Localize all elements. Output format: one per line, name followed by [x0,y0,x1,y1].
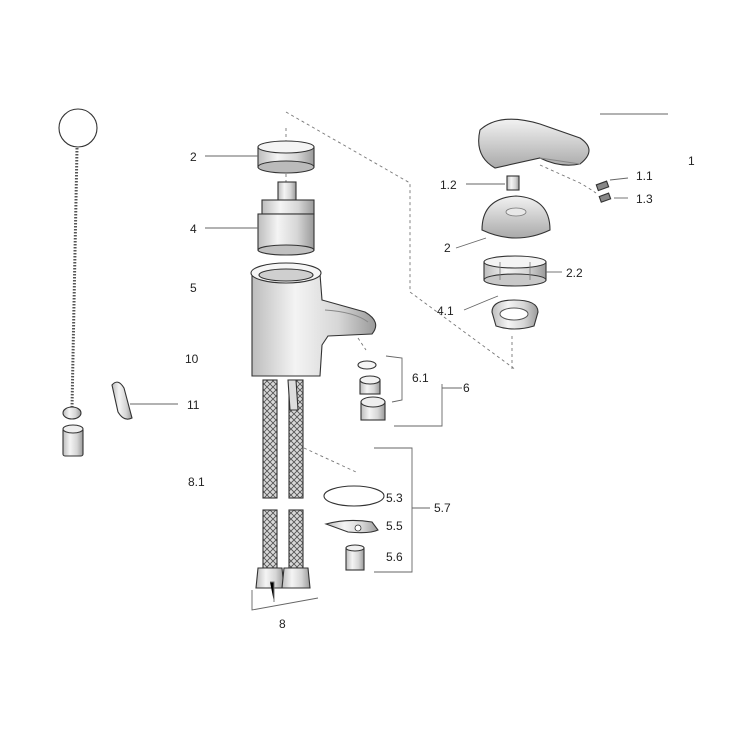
part-2-dome-cover [455,195,551,249]
chain-ring [58,108,98,148]
label-6-1: 6.1 [412,371,429,385]
part-4-1-adapter [463,295,539,330]
part-8-1-hoses [255,379,311,602]
label-6: 6 [463,381,470,395]
label-10: 10 [185,352,199,366]
part-1-2-insert [466,175,520,191]
label-5: 5 [190,281,197,295]
label-5-7: 5.7 [434,501,451,515]
label-1-1: 1.1 [636,169,653,183]
ball-chain [70,147,79,409]
part-5-faucet-body [250,262,377,377]
part-2-2-ring [483,255,562,287]
label-5-3: 5.3 [386,491,403,505]
label-4-1: 4.1 [437,304,454,318]
label-8-1: 8.1 [188,475,205,489]
part-5-7-mounting-set [323,447,430,573]
part-11-clip [111,381,178,420]
part-1-lever-handle [478,113,668,194]
part-1-1-set-screw [595,177,629,192]
label-5-6: 5.6 [386,550,403,564]
label-11: 11 [187,398,200,412]
label-1: 1 [688,154,695,168]
chain-stopper [62,406,82,420]
part-4-cartridge [205,181,315,256]
part-5-3-gasket [323,485,385,507]
label-1-3: 1.3 [636,192,653,206]
plug-chain-assembly [58,108,98,457]
label-5-5: 5.5 [386,519,403,533]
label-8: 8 [279,617,286,631]
label-4: 4 [190,222,197,236]
part-1-3-screw [598,192,628,203]
label-2-2: 2.2 [566,266,583,280]
part-6-aerator [357,355,462,427]
label-1-2: 1.2 [440,178,457,192]
part-2-cap [205,140,315,174]
label-2-right: 2 [444,241,451,255]
part-labels: 2 4 5 10 11 8.1 8 6.1 6 5.3 5.5 5.6 5.7 … [185,150,695,631]
part-5-5-washer [324,519,379,534]
label-2-left: 2 [190,150,197,164]
